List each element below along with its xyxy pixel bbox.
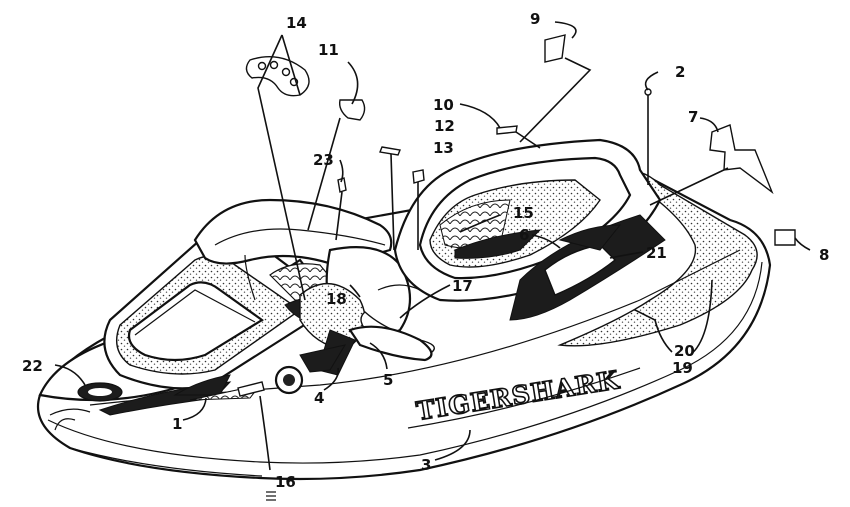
- rear-cockpit: [393, 138, 666, 321]
- decal-13: [412, 169, 425, 184]
- decal-7: [709, 124, 774, 195]
- decal-9: [544, 34, 566, 63]
- steering-pod: [274, 325, 433, 395]
- decal-16: [237, 381, 265, 397]
- callout-22: 22: [22, 357, 43, 375]
- callout-3: 3: [421, 456, 431, 474]
- callout-20: 20: [674, 342, 695, 360]
- decal-12: [379, 146, 401, 156]
- callout-2: 2: [675, 63, 685, 81]
- decal-11: [338, 99, 366, 121]
- callout-14: 14: [286, 14, 307, 32]
- callout-4: 4: [314, 389, 324, 407]
- callout-6: 6: [519, 226, 529, 244]
- callout-1: 1: [172, 415, 182, 433]
- callout-15: 15: [513, 204, 534, 222]
- callout-10: 10: [433, 96, 454, 114]
- brand-underline: [407, 367, 641, 429]
- callout-16-tick-marks: [266, 491, 276, 501]
- callout-9: 9: [530, 10, 540, 28]
- callout-5: 5: [383, 371, 393, 389]
- callout-numbers: 1 2 3 4 5 6 7 8 9 10 11 12 13 14 15 16 1…: [22, 10, 829, 491]
- callout-21: 21: [646, 244, 667, 262]
- callout-17: 17: [452, 277, 473, 295]
- callout-13: 13: [433, 139, 454, 157]
- callout-18: 18: [326, 290, 347, 308]
- callout-16: 16: [275, 473, 296, 491]
- callout-7: 7: [688, 108, 698, 126]
- callout-11: 11: [318, 41, 339, 59]
- callout-23: 23: [313, 151, 334, 169]
- leader-lines: [54, 21, 811, 471]
- front-hood: [103, 198, 393, 390]
- decal-14: [245, 56, 310, 97]
- callout-19: 19: [672, 359, 693, 377]
- callout-8: 8: [819, 246, 829, 264]
- bow-badge: [77, 382, 123, 402]
- callout-12: 12: [434, 117, 455, 135]
- decal-8: [774, 229, 796, 246]
